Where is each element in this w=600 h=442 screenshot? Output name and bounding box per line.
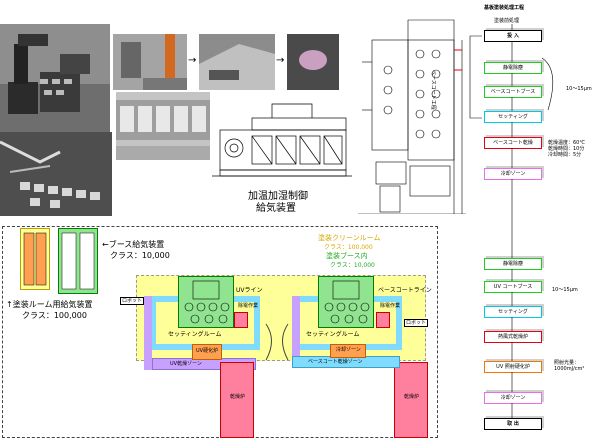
drying-furnace-left-label: 乾燥炉 [230,394,246,400]
line-photo-3-illustration [287,34,339,90]
cooling-box [330,344,366,358]
cooling-label: 冷却ゾーン [336,347,361,353]
basecoat-drying-label: ベースコート乾燥ゾーン [308,359,363,365]
uv-booth-drawing [184,280,230,324]
drying-furnace-right [394,362,428,438]
flow-note-thickness-2: 10～15μm [552,287,578,293]
line-photo-1 [113,34,187,90]
spray-gun-illustration [0,132,112,216]
robot-illustration [0,24,110,132]
booth-inside-class: クラス：10,000 [330,262,375,269]
photo-flow-arrow-1: → [188,55,197,66]
humidity-subtitle: 給気装置 [256,203,296,214]
clean-room-label: 塗装クリーンルーム [318,234,381,242]
static-box-left [234,312,248,328]
line-photo-1-illustration [113,34,187,90]
flow-step-1: 静電除塵 [484,62,542,74]
flow-step-3: セッティング [484,111,542,123]
static-removal-right: 除電作業 [380,303,401,309]
uv-line-label: UVライン [236,287,263,294]
static-box-right [376,312,390,328]
flow-step-11: 冷却ゾーン [484,392,542,404]
drying-furnace-left [220,362,254,438]
clean-room-class: クラス：100,000 [324,244,373,251]
flow-step-7: UV コートブース [484,281,542,293]
booth-inside-label: 塗装ブース内 [326,252,368,260]
elevation-drawing [358,19,466,214]
room-air-unit [20,228,50,290]
flow-drying-note-2: 冷却時間：5分 [548,152,582,158]
room-air-unit-icon [23,232,47,286]
turn-arrows [265,323,289,361]
line-photo-3 [287,34,339,90]
static-removal-left: 除電作業 [238,303,259,309]
robot-tag-left: ロボット [120,297,145,305]
booth-air-unit-icon [61,232,95,290]
basecoat-line-label: ベースコートライン [378,287,432,294]
conveyor-right-purple [292,296,300,362]
flow-step-6: 静電除塵 [484,258,542,270]
basecoat-booth-machine [318,276,374,328]
room-air-label: ↑塗装ルーム用給気装置 [6,300,93,309]
humidity-unit-drawing [212,103,352,177]
flow-top-note: 塗装前処理 [494,18,520,24]
flow-note-thickness-1: 10～15μm [566,86,592,92]
booth-air-label: ←ブース給気装置 [102,240,165,249]
uv-cure-box [192,344,222,360]
humidity-title: 加温加湿制御 [248,191,308,202]
facility-photo-illustration [116,92,210,160]
line-photo-2-illustration [199,34,275,90]
flow-connectors [469,24,554,418]
flow-step-2: ベースコートブース [484,86,542,98]
robot-tag-right: ロボット [404,319,429,327]
flow-drying-note-1: 乾燥時間：10分 [548,146,585,152]
flow-title: 基板塗装処理工程 [484,5,525,11]
flow-side-note: ベースコート工程 [430,70,436,110]
booth-air-unit [58,228,98,294]
flow-step-8: セッティング [484,306,542,318]
flow-irradiation-1: 1000mJ/cm² [554,366,585,372]
flow-drying-note-0: 乾燥温度：60℃ [548,140,585,146]
flow-step-4: ベースコート乾燥 [484,137,542,149]
setting-room-left: セッティングルーム [168,331,222,338]
conveyor-left-purple [144,296,152,370]
drying-furnace-right-label: 乾燥炉 [404,394,420,400]
setting-room-right: セッティングルーム [306,331,360,338]
photo-flow-arrow-2: → [276,55,285,66]
flow-step-5: 冷却ゾーン [484,168,542,180]
uv-cure-label: UV硬化炉 [196,348,219,354]
room-air-class: クラス：100,000 [22,311,87,320]
flow-irradiation-0: 照射光量： [554,360,580,366]
spray-gun-photo [0,132,112,216]
line-photo-2 [199,34,275,90]
robot-photo [0,24,110,132]
flow-step-9: 熱風式乾燥炉 [484,331,542,343]
uv-drying-label: UV乾燥ゾーン [170,361,202,367]
flow-step-10: UV 照射硬化炉 [484,361,542,373]
uv-booth-machine [178,276,234,328]
flow-step-12: 取 出 [484,418,542,430]
booth-air-class: クラス：10,000 [110,251,170,260]
facility-photo [116,92,210,160]
basecoat-booth-drawing [324,280,370,324]
flow-step-0: 投 入 [484,30,542,42]
